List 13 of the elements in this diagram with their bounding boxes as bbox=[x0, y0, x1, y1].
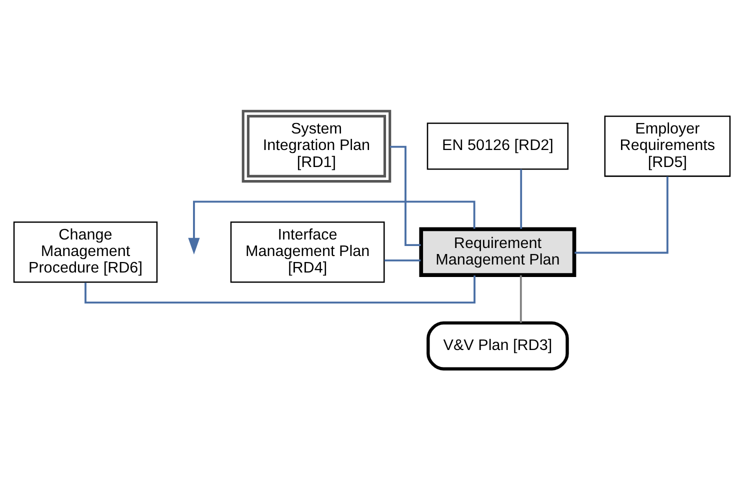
node-box: System Integration Plan [RD1] bbox=[242, 109, 392, 182]
node-box: Employer Requirements [RD5] bbox=[604, 115, 731, 176]
connector bbox=[574, 176, 668, 254]
connector bbox=[520, 168, 522, 228]
node-box: EN 50126 [RD2] bbox=[426, 122, 569, 170]
node-box: Change Management Procedure [RD6] bbox=[13, 221, 158, 282]
connector bbox=[84, 275, 476, 303]
connector bbox=[520, 274, 522, 322]
arrow bbox=[188, 200, 476, 254]
connector bbox=[384, 258, 421, 261]
node-box: V&V Plan [RD3] bbox=[426, 320, 569, 370]
node-box: Interface Management Plan [RD4] bbox=[230, 221, 385, 282]
node-box: Requirement Management Plan bbox=[419, 226, 576, 277]
